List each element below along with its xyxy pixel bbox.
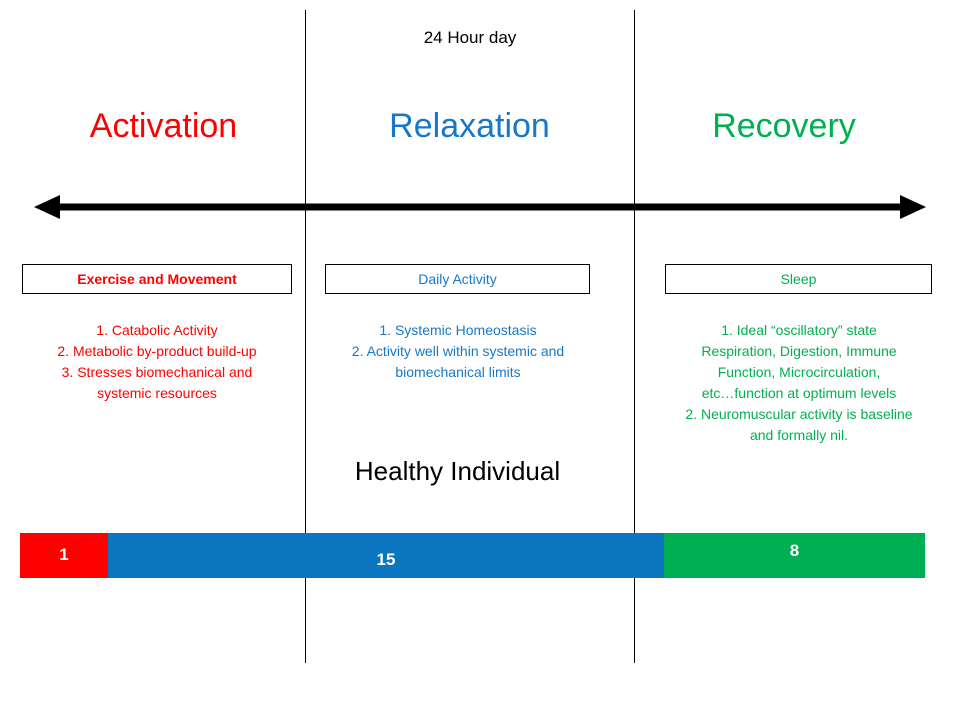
bar-segment-value: 8 [789, 541, 800, 560]
bar-segment-recovery[interactable]: 8 [664, 533, 925, 578]
bar-segment-value: 15 [376, 550, 396, 569]
column-divider-left [305, 10, 306, 663]
phase-box-sleep[interactable]: Sleep [665, 264, 932, 294]
column-divider-right [634, 10, 635, 663]
phase-heading-activation: Activation [89, 107, 238, 145]
phase-box-daily-activity[interactable]: Daily Activity [325, 264, 590, 294]
phase-box-label: Daily Activity [418, 271, 497, 287]
phase-box-label: Exercise and Movement [77, 271, 237, 287]
double-headed-arrow-icon [34, 195, 926, 219]
bar-segment-value: 1 [59, 545, 69, 564]
day-caption: 24 Hour day [423, 28, 517, 47]
phase-details-activation: 1. Catabolic Activity 2. Metabolic by-pr… [57, 322, 257, 401]
phase-box-exercise-and-movement[interactable]: Exercise and Movement [22, 264, 292, 294]
phase-details-recovery: 1. Ideal “oscillatory” state Respiration… [685, 322, 913, 443]
bar-segment-activation[interactable]: 1 [20, 533, 108, 578]
phase-heading-recovery: Recovery [712, 107, 856, 145]
hours-stacked-bar: 1 15 8 [20, 533, 925, 578]
phase-box-label: Sleep [780, 271, 817, 287]
bar-segment-relaxation[interactable]: 15 [108, 533, 664, 578]
phase-details-relaxation: 1. Systemic Homeostasis 2. Activity well… [351, 322, 565, 380]
phase-heading-relaxation: Relaxation [389, 107, 550, 145]
subject-caption: Healthy Individual [354, 456, 561, 486]
